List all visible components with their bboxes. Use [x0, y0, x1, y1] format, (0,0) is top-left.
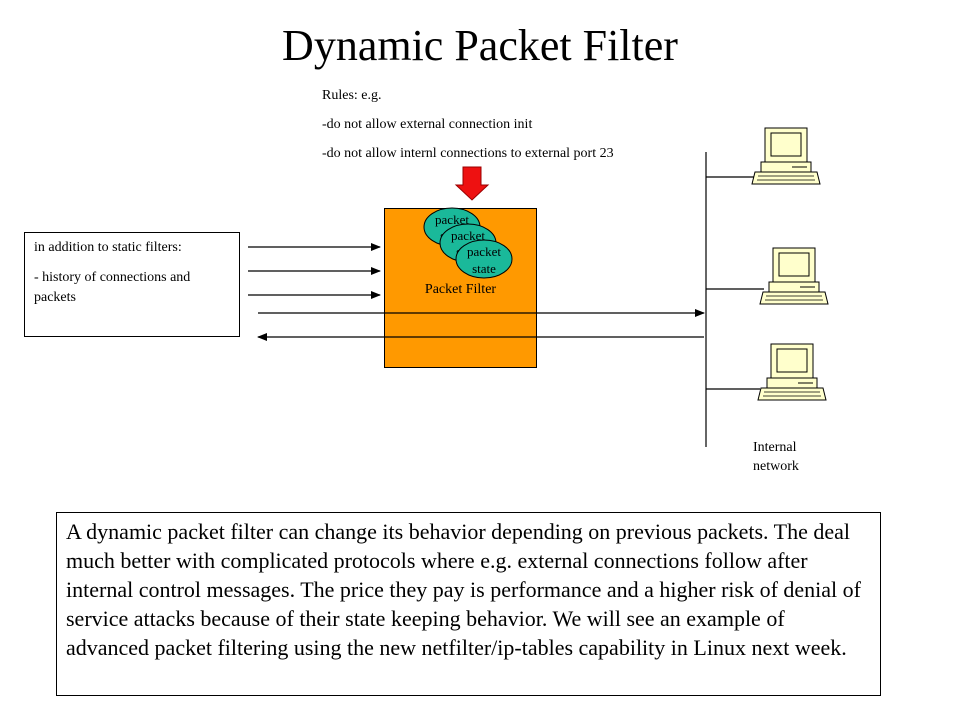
rule-item-2: -do not allow internl connections to ext…	[322, 146, 614, 161]
state-label-top: packet	[451, 228, 485, 243]
rules-heading: Rules: e.g.	[322, 88, 382, 103]
internal-network-label-line2: network	[753, 459, 799, 474]
rule-item-1: -do not allow external connection init	[322, 117, 533, 132]
computer-icon	[759, 247, 829, 305]
state-label-top: packet	[435, 212, 469, 227]
slide-title: Dynamic Packet Filter	[282, 21, 678, 70]
state-ellipse-3: packet state	[455, 239, 513, 279]
static-filter-note-line1: in addition to static filters:	[34, 240, 182, 255]
static-filter-note-box: in addition to static filters: - history…	[24, 232, 240, 337]
internal-network-label: Internal network	[753, 438, 799, 476]
computer-icon	[757, 343, 827, 401]
static-filter-note-line2: - history of connections and packets	[34, 270, 191, 305]
state-label-bottom: state	[472, 261, 496, 276]
description-box: A dynamic packet filter can change its b…	[56, 512, 881, 696]
rules-input-arrow	[454, 166, 490, 201]
internal-network-label-line1: Internal	[753, 440, 797, 455]
state-label-top: packet	[467, 244, 501, 259]
packet-filter-label: Packet Filter	[424, 282, 497, 297]
computer-icon	[751, 127, 821, 185]
